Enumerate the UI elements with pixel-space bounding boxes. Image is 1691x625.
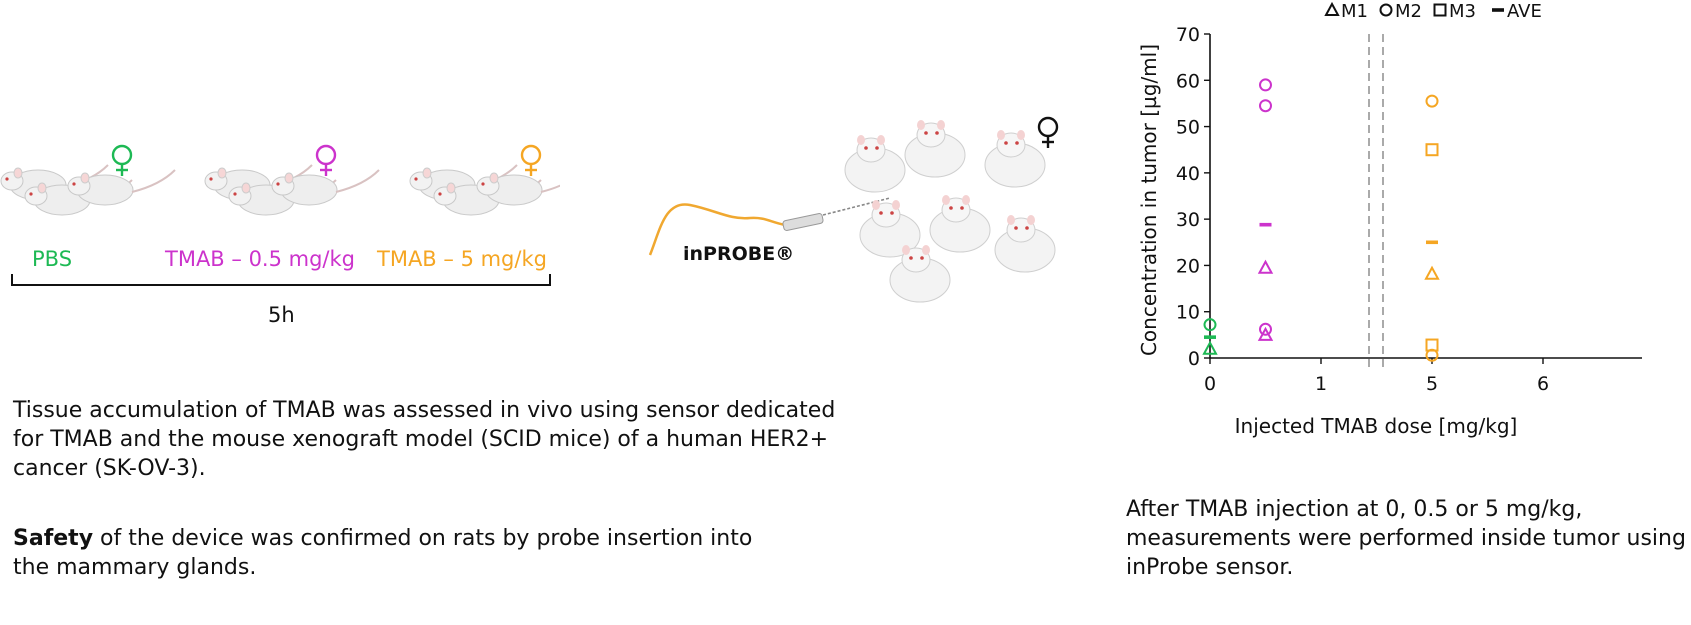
mice-description: Tissue accumulation of TMAB was assessed… xyxy=(13,398,836,481)
chart-marks xyxy=(1202,78,1440,362)
m2-marker xyxy=(1203,318,1217,332)
y-tick-label: 30 xyxy=(1176,209,1200,231)
timeline-label: 5h xyxy=(268,303,295,327)
m2-marker xyxy=(1259,78,1272,92)
y-tick-label: 20 xyxy=(1176,255,1200,277)
x-tick-label: 1 xyxy=(1315,373,1327,395)
m1-marker xyxy=(1324,1,1340,16)
female-symbol-icon xyxy=(520,144,542,176)
m1-marker xyxy=(1257,259,1274,274)
y-tick-label: 60 xyxy=(1176,70,1200,92)
y-tick-label: 50 xyxy=(1176,117,1200,139)
m3-marker xyxy=(1425,338,1439,352)
m2-marker xyxy=(1425,94,1439,108)
rat-group-icon xyxy=(844,119,1056,303)
legend-label: M3 xyxy=(1449,1,1476,22)
legend-label: M1 xyxy=(1341,1,1368,22)
mouse-group-icon xyxy=(0,164,176,216)
y-tick-label: 10 xyxy=(1176,302,1200,324)
chart-legend: M1 M2 M3 AVE xyxy=(1324,1,1542,22)
safety-rest: of the device was confirmed on rats by p… xyxy=(13,526,753,580)
female-symbol-icon xyxy=(1037,116,1059,148)
m1-marker xyxy=(1424,265,1440,280)
y-axis-label: Concentration in tumor [µg/ml] xyxy=(1137,44,1161,356)
female-symbol-icon xyxy=(111,144,133,176)
female-symbol-icon xyxy=(315,144,337,176)
m2-marker xyxy=(1379,3,1393,17)
m3-marker xyxy=(1425,143,1439,157)
group-label-pbs: PBS xyxy=(32,247,73,271)
y-tick-label: 70 xyxy=(1176,24,1200,46)
x-tick-label: 5 xyxy=(1426,373,1438,395)
chart-caption: After TMAB injection at 0, 0.5 or 5 mg/k… xyxy=(1126,497,1686,580)
x-axis-label: Injected TMAB dose [mg/kg] xyxy=(1235,414,1518,438)
probe-label: inPROBE® xyxy=(683,243,795,265)
chart-axes: 0 10 20 30 40 50 60 70 0 1 5 6 xyxy=(1176,24,1642,395)
group-label-low-dose: TMAB – 0.5 mg/kg xyxy=(165,247,355,271)
legend-label: M2 xyxy=(1395,1,1422,22)
dose-concentration-chart: M1 M2 M3 AVE Concentration in tumor [µg/ml]… xyxy=(1137,1,1642,438)
m1-marker xyxy=(1202,340,1218,355)
legend-label: AVE xyxy=(1507,1,1542,22)
inprobe-sensor-icon xyxy=(648,197,891,256)
group-label-high-dose: TMAB – 5 mg/kg xyxy=(377,247,547,271)
x-tick-label: 0 xyxy=(1204,373,1216,395)
m3-marker xyxy=(1433,3,1447,17)
y-tick-label: 40 xyxy=(1176,163,1200,185)
safety-bold: Safety xyxy=(13,526,94,551)
timeline-bracket xyxy=(11,274,551,286)
x-tick-label: 6 xyxy=(1537,373,1549,395)
m2-marker xyxy=(1259,322,1272,336)
y-tick-label: 0 xyxy=(1188,348,1200,370)
mouse-groups xyxy=(0,164,560,216)
mouse-group-icon xyxy=(204,164,380,216)
m2-marker xyxy=(1259,99,1272,113)
safety-description: Safety of the device was confirmed on ra… xyxy=(13,524,793,582)
